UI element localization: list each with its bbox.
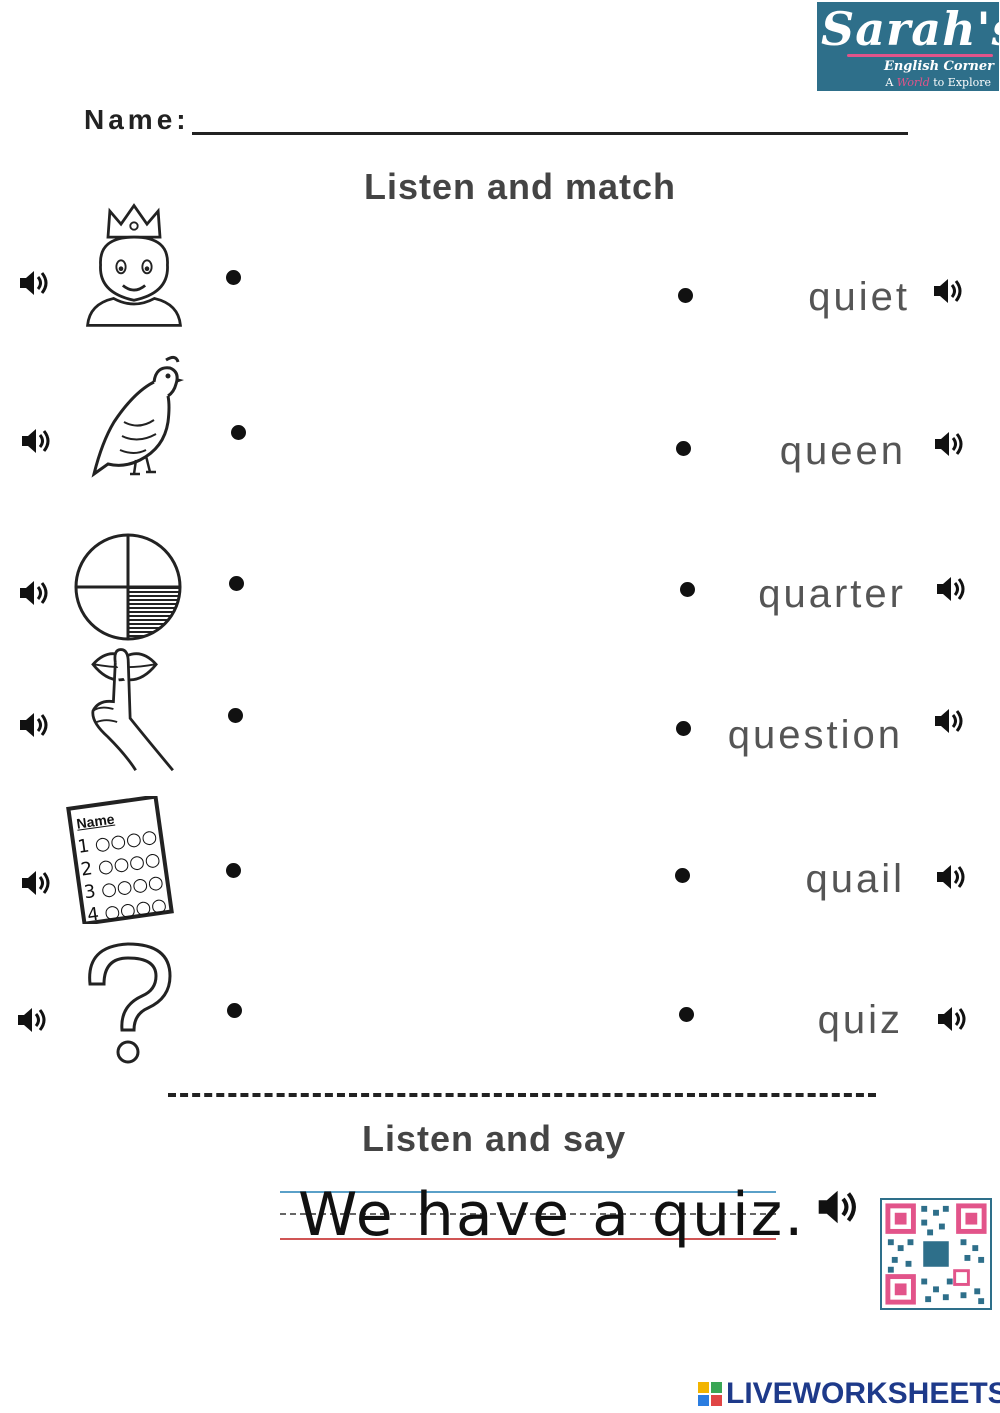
logo-tagline: A World to Explore (885, 76, 991, 89)
match-dot-right[interactable] (675, 868, 690, 883)
writing-top-line (280, 1191, 776, 1193)
match-dot-left[interactable] (226, 270, 241, 285)
speaker-icon[interactable] (935, 574, 969, 604)
match-dot-left[interactable] (231, 425, 246, 440)
word-quarter: quarter (758, 572, 906, 616)
quiz-card-rows: 1 ○○○○ 2 ○○○○ 3 ○○○○ 4 ○○○○ (76, 825, 168, 927)
writing-base-line (280, 1238, 776, 1240)
quarter-picture (74, 533, 182, 641)
match-dot-left[interactable] (226, 863, 241, 878)
match-dot-right[interactable] (678, 288, 693, 303)
match-dot-left[interactable] (227, 1003, 242, 1018)
speaker-icon[interactable] (20, 426, 54, 456)
liveworksheets-brand[interactable]: LIVEWORKSHEETS (726, 1377, 1000, 1410)
section-divider (168, 1093, 876, 1097)
quail-picture (91, 355, 184, 478)
match-dot-right[interactable] (680, 582, 695, 597)
speaker-icon[interactable] (20, 868, 54, 898)
speaker-icon[interactable] (933, 706, 967, 736)
logo-subtitle: English Corner (883, 59, 994, 74)
word-question: question (727, 713, 903, 757)
sentence-text: We have a quiz. (298, 1180, 806, 1250)
quiz-card-frame (66, 794, 174, 926)
speaker-icon[interactable] (18, 268, 52, 298)
match-dot-left[interactable] (228, 708, 243, 723)
quiet-picture (91, 648, 174, 772)
word-quiz: quiz (817, 998, 903, 1042)
name-label: Name: (84, 104, 190, 135)
writing-mid-line (280, 1213, 776, 1215)
speaker-icon[interactable] (932, 276, 966, 306)
speaker-icon[interactable] (816, 1186, 862, 1228)
match-dot-right[interactable] (679, 1007, 694, 1022)
logo-brand: Sarah's (821, 2, 1000, 56)
quiz-card-label: Name (75, 810, 116, 832)
word-quail: quail (805, 857, 905, 901)
speaker-icon[interactable] (935, 862, 969, 892)
speaker-icon[interactable] (933, 429, 967, 459)
speaker-icon[interactable] (936, 1004, 970, 1034)
match-dot-right[interactable] (676, 441, 691, 456)
listen-and-match-title: Listen and match (364, 166, 677, 207)
match-dot-right[interactable] (676, 721, 691, 736)
qr-code[interactable] (880, 1198, 992, 1310)
question-picture (88, 942, 172, 1064)
match-dot-left[interactable] (229, 576, 244, 591)
handwriting-sentence: We have a quiz. (280, 1180, 803, 1258)
speaker-icon[interactable] (18, 710, 52, 740)
queen-picture (86, 203, 182, 327)
speaker-icon[interactable] (16, 1005, 50, 1035)
sarahs-english-corner-logo: Sarah's English Corner A World to Explor… (817, 2, 1000, 91)
word-queen: queen (779, 429, 906, 473)
quiz-picture: Name 1 ○○○○ 2 ○○○○ 3 ○○○○ 4 ○○○○ (66, 794, 176, 927)
liveworksheets-logo-icon (698, 1382, 722, 1406)
logo-swoosh (847, 54, 993, 57)
listen-and-say-title: Listen and say (362, 1118, 627, 1159)
name-input-line[interactable] (192, 132, 908, 135)
word-quiet: quiet (808, 275, 910, 319)
speaker-icon[interactable] (18, 578, 52, 608)
